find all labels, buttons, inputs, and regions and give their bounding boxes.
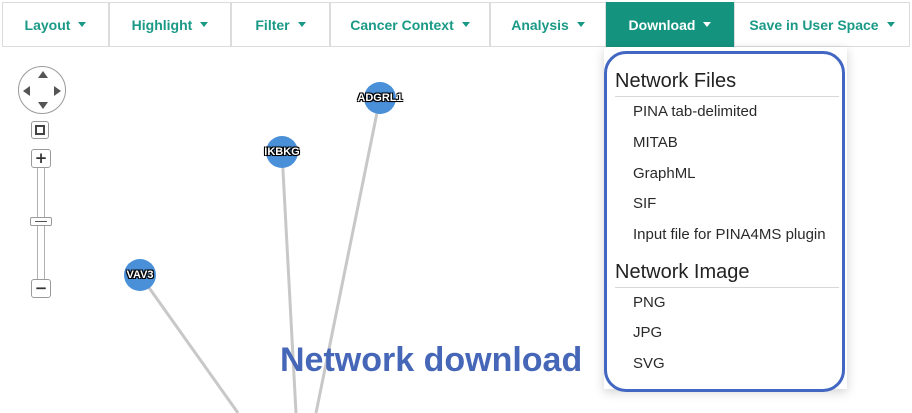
fit-screen-icon[interactable]	[31, 121, 49, 139]
network-edges	[138, 97, 382, 413]
filter-label: Filter	[255, 16, 290, 33]
analysis-button[interactable]: Analysis	[490, 2, 606, 47]
menu-item-pina-tab-delimited[interactable]: PINA tab-delimited	[633, 103, 758, 120]
menu-item-png[interactable]: PNG	[633, 294, 666, 311]
caret-down-icon	[576, 22, 585, 27]
pan-up-icon[interactable]	[38, 71, 48, 78]
caret-down-icon	[703, 22, 712, 27]
download-dropdown-menu: Network Files PINA tab-delimited MITAB G…	[604, 47, 847, 389]
caret-down-icon	[461, 22, 470, 27]
analysis-label: Analysis	[511, 16, 569, 33]
zoom-in-button[interactable]: +	[31, 149, 51, 168]
menu-item-jpg[interactable]: JPG	[633, 324, 663, 341]
menu-item-svg[interactable]: SVG	[633, 355, 665, 372]
filter-button[interactable]: Filter	[231, 2, 330, 47]
layout-button[interactable]: Layout	[2, 2, 109, 47]
save-user-space-button[interactable]: Save in User Space	[734, 2, 910, 47]
pan-down-icon[interactable]	[38, 102, 48, 109]
node-label-vav3: VAV3	[126, 269, 154, 281]
highlight-label: Highlight	[131, 16, 193, 33]
caret-down-icon	[78, 22, 87, 27]
download-label: Download	[628, 16, 696, 33]
node-label-adgrl1: ADGRL1	[357, 92, 403, 104]
node-adgrl1[interactable]	[364, 82, 396, 114]
edge-ikbkg[interactable]	[280, 151, 298, 413]
caret-down-icon	[200, 22, 209, 27]
node-label-ikbkg: IKBKG	[264, 146, 300, 158]
network-files-header: Network Files	[615, 69, 839, 97]
highlight-button[interactable]: Highlight	[109, 2, 231, 47]
pan-right-icon[interactable]	[54, 86, 61, 96]
menu-item-graphml[interactable]: GraphML	[633, 165, 696, 182]
menu-item-pina4ms-input[interactable]: Input file for PINA4MS plugin	[633, 226, 826, 243]
layout-label: Layout	[24, 16, 71, 33]
cancer-context-button[interactable]: Cancer Context	[330, 2, 490, 47]
zoom-out-button[interactable]: −	[31, 279, 51, 298]
node-vav3[interactable]	[124, 259, 156, 291]
menu-item-sif[interactable]: SIF	[633, 195, 657, 212]
caret-down-icon	[886, 22, 895, 27]
network-image-header: Network Image	[615, 260, 839, 288]
zoom-slider-handle[interactable]	[30, 217, 52, 226]
caret-down-icon	[297, 22, 306, 27]
cancer-context-label: Cancer Context	[350, 16, 454, 33]
network-canvas[interactable]: ADGRL1 IKBKG VAV3	[0, 47, 912, 413]
toolbar: Layout Highlight Filter Cancer Context A…	[2, 2, 910, 47]
pan-control-icon[interactable]	[18, 66, 66, 114]
edge-adgrl1[interactable]	[314, 97, 382, 413]
download-button[interactable]: Download	[606, 2, 734, 47]
save-user-space-label: Save in User Space	[749, 16, 879, 33]
edge-vav3[interactable]	[138, 274, 240, 413]
node-ikbkg[interactable]	[266, 136, 298, 168]
menu-item-mitab[interactable]: MITAB	[633, 134, 678, 151]
callout-caption: Network download	[280, 341, 583, 379]
pan-left-icon[interactable]	[23, 86, 30, 96]
